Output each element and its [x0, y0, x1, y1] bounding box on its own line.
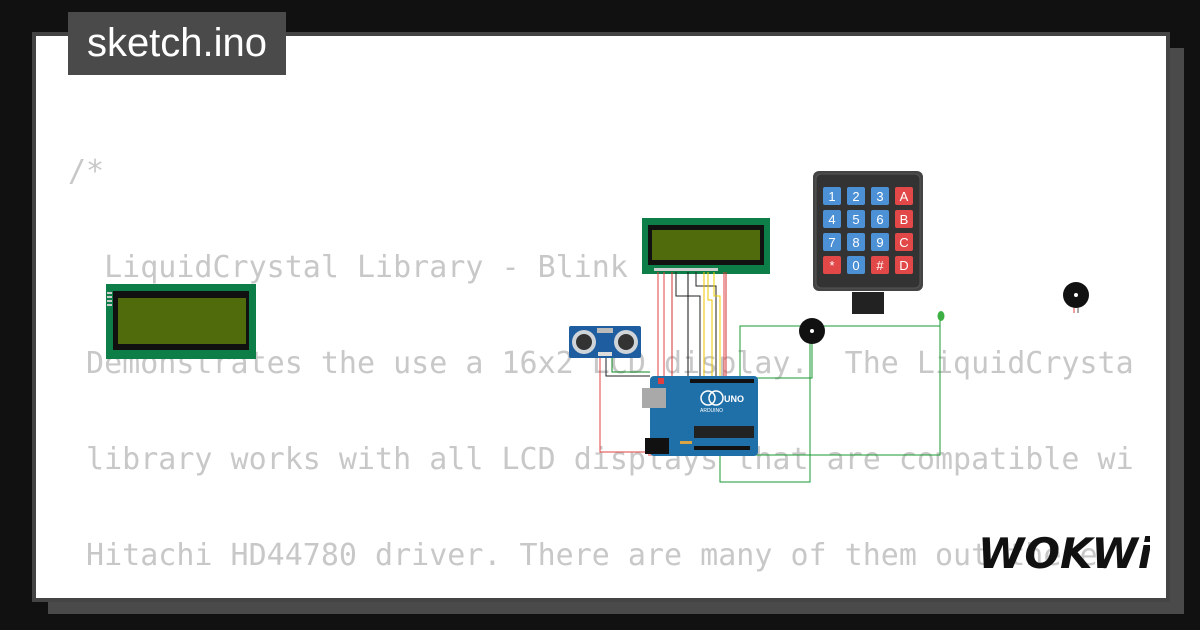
- keypad-key[interactable]: [871, 210, 889, 228]
- keypad-key[interactable]: [847, 233, 865, 251]
- arduino-model-label: UNO: [724, 394, 744, 404]
- keypad-key-label: 4: [828, 212, 835, 227]
- keypad-key[interactable]: [847, 210, 865, 228]
- green-led[interactable]: [937, 311, 945, 321]
- buzzer-right[interactable]: [1063, 282, 1089, 313]
- ultrasonic-sensor[interactable]: [569, 326, 641, 358]
- keypad-key-label: 9: [876, 235, 883, 250]
- keypad-key[interactable]: [847, 256, 865, 274]
- lcd-display-left[interactable]: [106, 284, 256, 359]
- wokwi-logo-mark: WOKWi: [978, 529, 1153, 578]
- code-line: LiquidCrystal Library - Blink: [68, 250, 628, 285]
- keypad-key[interactable]: [823, 210, 841, 228]
- keypad-key-label: 0: [852, 258, 859, 273]
- keypad-key[interactable]: [871, 233, 889, 251]
- keypad-key-label: 7: [828, 235, 835, 250]
- keypad-key-label: 1: [828, 189, 835, 204]
- keypad-key[interactable]: [847, 187, 865, 205]
- keypad-key[interactable]: [871, 187, 889, 205]
- keypad-key-label: B: [900, 212, 909, 227]
- keypad-key[interactable]: [823, 256, 841, 274]
- project-card: /* LiquidCrystal Library - Blink Demonst…: [32, 32, 1170, 602]
- code-line: /*: [68, 154, 105, 189]
- keypad-key[interactable]: [823, 233, 841, 251]
- keypad-key-label: 2: [852, 189, 859, 204]
- arduino-brand-label: ARDUINO: [700, 408, 723, 414]
- keypad-key-label: #: [876, 258, 884, 273]
- keypad-key-label: 3: [876, 189, 883, 204]
- buzzer-middle[interactable]: [799, 318, 825, 344]
- file-title: sketch.ino: [68, 12, 286, 75]
- keypad-key-label: 6: [876, 212, 883, 227]
- keypad-key-label: D: [899, 258, 908, 273]
- keypad-key-label: *: [829, 258, 834, 273]
- keypad-key[interactable]: [871, 256, 889, 274]
- keypad-key[interactable]: [895, 187, 913, 205]
- membrane-keypad[interactable]: 1 2 3 A 4 5 6 B 7 8 9 C * 0 # D: [813, 171, 923, 314]
- keypad-key-label: C: [899, 235, 908, 250]
- wires: [599, 272, 941, 483]
- keypad-key[interactable]: [823, 187, 841, 205]
- keypad-key[interactable]: [895, 256, 913, 274]
- code-line: library works with all LCD displays that…: [68, 442, 1132, 477]
- keypad-key-label: 5: [852, 212, 859, 227]
- arduino-uno-board[interactable]: ARDUINO UNO: [642, 376, 758, 456]
- wokwi-logo-text: WOKWi: [978, 529, 1150, 576]
- keypad-key[interactable]: [895, 210, 913, 228]
- keypad-key-label: A: [900, 189, 909, 204]
- lcd-display-top[interactable]: [642, 218, 770, 274]
- keypad-key-label: 8: [852, 235, 859, 250]
- code-line: Hitachi HD44780 driver. There are many o…: [86, 538, 1116, 573]
- wokwi-logo: WOKWi: [978, 528, 1153, 581]
- keypad-key[interactable]: [895, 233, 913, 251]
